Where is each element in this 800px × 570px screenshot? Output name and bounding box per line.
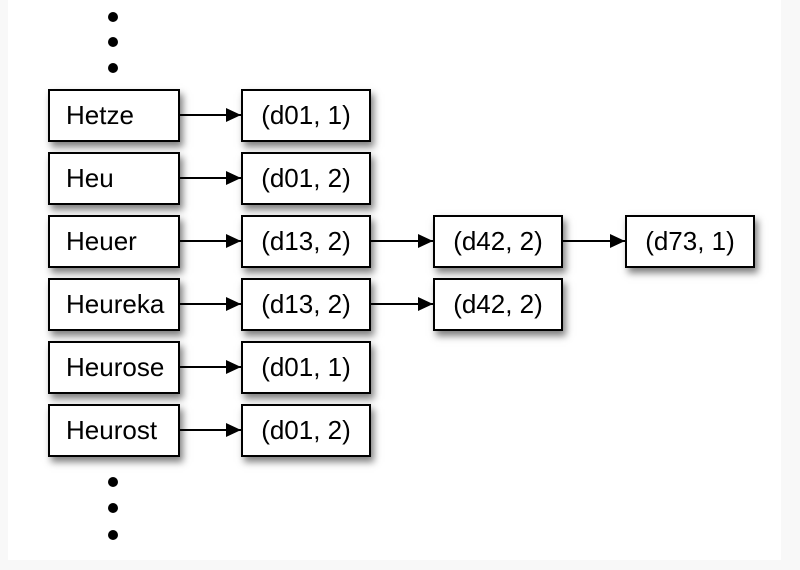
posting-box: (d01, 2)	[241, 404, 371, 457]
ellipsis-top-dot	[108, 63, 118, 73]
term-box-heuer: Heuer	[48, 215, 180, 268]
arrow-right-icon	[371, 297, 433, 311]
term-box-heureka: Heureka	[48, 278, 180, 331]
arrow-right-icon	[180, 423, 241, 437]
diagram-canvas: Hetze (d01, 1) Heu (d01, 2) Heuer (d13, …	[8, 0, 781, 560]
arrow-right-icon	[180, 171, 241, 185]
posting-box: (d01, 2)	[241, 152, 371, 205]
ellipsis-bottom-dot	[108, 530, 118, 540]
posting-box: (d13, 2)	[241, 278, 371, 331]
ellipsis-bottom-dot	[108, 477, 118, 487]
ellipsis-bottom-dot	[108, 503, 118, 513]
posting-box: (d42, 2)	[433, 215, 563, 268]
arrow-right-icon	[180, 297, 241, 311]
arrow-right-icon	[180, 234, 241, 248]
arrow-right-icon	[180, 360, 241, 374]
arrow-right-icon	[180, 108, 241, 122]
posting-box: (d13, 2)	[241, 215, 371, 268]
ellipsis-top-dot	[108, 37, 118, 47]
term-box-heurost: Heurost	[48, 404, 180, 457]
arrow-right-icon	[563, 234, 625, 248]
ellipsis-top-dot	[108, 12, 118, 22]
term-box-heurose: Heurose	[48, 341, 180, 394]
posting-box: (d01, 1)	[241, 89, 371, 142]
arrow-right-icon	[371, 234, 433, 248]
posting-box: (d42, 2)	[433, 278, 563, 331]
term-box-heu: Heu	[48, 152, 180, 205]
term-box-hetze: Hetze	[48, 89, 180, 142]
posting-box: (d01, 1)	[241, 341, 371, 394]
posting-box: (d73, 1)	[625, 215, 755, 268]
